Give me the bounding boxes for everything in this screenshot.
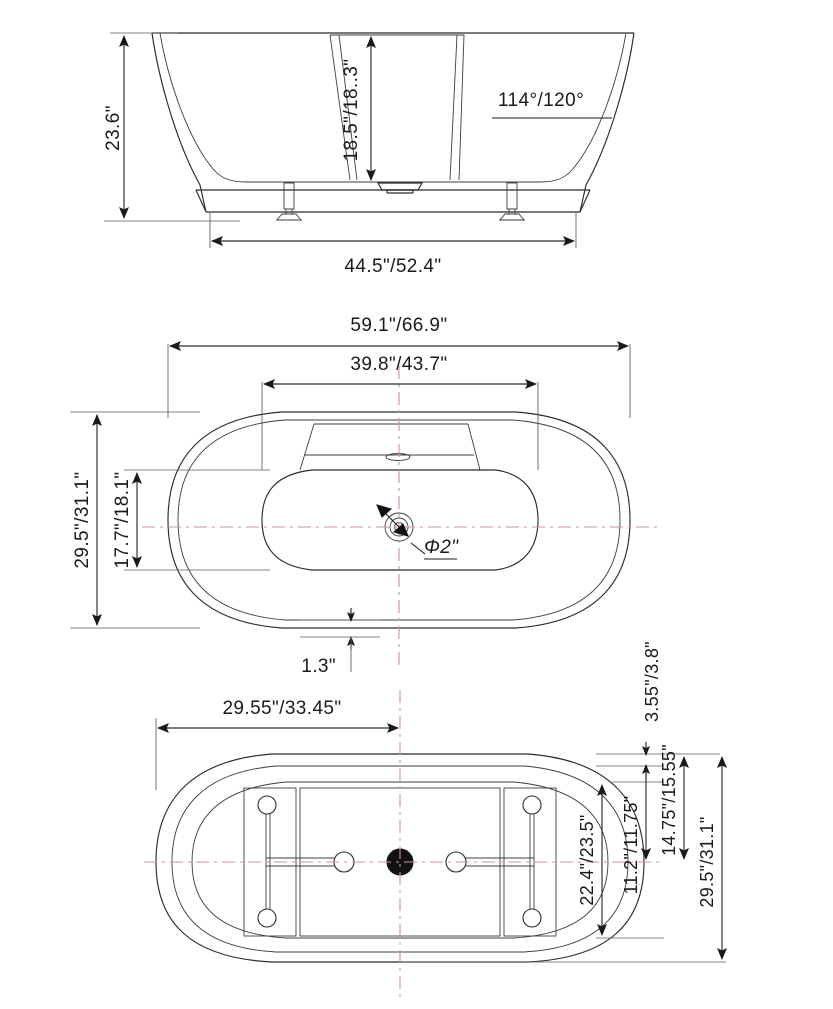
tub-plan-outer-rim bbox=[167, 411, 631, 629]
dim-label-plan-inner-length: 39.8"/43.7" bbox=[350, 354, 447, 375]
dim-label-bottom-center-frame: 11.2"/11.75" bbox=[621, 796, 641, 895]
tub-elevation-outline bbox=[151, 32, 635, 213]
dim-plan-overall-width: 29.5"/31.1" bbox=[72, 414, 102, 626]
dim-label-elev-angle: 114°/120° bbox=[498, 90, 584, 111]
leveling-foot-left bbox=[276, 182, 302, 221]
tub-bottom-shell-line-3 bbox=[191, 781, 609, 939]
bottom-view-group: 29.55"/33.45" 22.4"/23.5" 3.55"/3.8" 11.… bbox=[144, 641, 727, 1000]
plan-view-group: Φ2" 59.1"/66.9" 39.8"/43.7" 29.5"/31.1" bbox=[70, 315, 658, 677]
tub-plan-rim-inner-edge bbox=[177, 419, 621, 621]
tub-plan-backrest-shelf bbox=[299, 423, 481, 471]
dim-elevation-inner-depth: 18.5"/18..3" bbox=[341, 36, 376, 181]
bottom-left-side-plate bbox=[243, 787, 297, 937]
dim-label-bottom-edge-offset: 3.55"/3.8" bbox=[642, 641, 662, 722]
dim-label-elev-inner-depth: 18.5"/18..3" bbox=[341, 59, 362, 162]
dim-elevation-height: 23.6" bbox=[103, 35, 129, 219]
dim-bottom-half-length: 29.55"/33.45" bbox=[155, 698, 399, 790]
dim-bottom-overall-width: 29.5"/31.1" bbox=[697, 756, 727, 960]
dim-plan-inner-width: 17.7"/18.1" bbox=[112, 471, 142, 569]
elevation-view-group: 23.6" 18.5"/18..3" 114°/120° 44.5"/52.4" bbox=[103, 32, 635, 277]
dim-bottom-center-frame: 11.2"/11.75" bbox=[621, 769, 651, 895]
overflow-opening bbox=[385, 453, 411, 461]
tub-bottom-shell-line-2 bbox=[171, 765, 629, 953]
dim-label-bottom-half-length: 29.55"/33.45" bbox=[222, 698, 341, 719]
dim-elevation-base-width: 44.5"/52.4" bbox=[209, 212, 577, 277]
drain-pad-elevation bbox=[377, 182, 423, 194]
dim-label-plan-rim-offset: 1.3" bbox=[301, 656, 336, 677]
drain-diameter-callout: Φ2" bbox=[376, 504, 459, 560]
dim-plan-rim-offset: 1.3" bbox=[300, 608, 380, 677]
dim-label-bottom-frame-width: 22.4"/23.5" bbox=[577, 814, 597, 905]
dim-label-plan-drain: Φ2" bbox=[424, 537, 459, 558]
dim-plan-inner-length: 39.8"/43.7" bbox=[263, 354, 537, 389]
backrest-section-lines bbox=[329, 34, 465, 181]
bottom-left-h-bracket bbox=[257, 795, 300, 928]
annotation-wall-angle: 114°/120° bbox=[492, 90, 612, 119]
dim-label-bottom-overall-width: 29.5"/31.1" bbox=[697, 816, 717, 907]
dim-label-elev-base-width: 44.5"/52.4" bbox=[344, 256, 441, 277]
dim-label-plan-overall-length: 59.1"/66.9" bbox=[350, 315, 447, 336]
dim-label-plan-overall-width: 29.5"/31.1" bbox=[72, 471, 93, 568]
bottom-right-side-plate bbox=[503, 787, 557, 937]
dim-plan-overall-length: 59.1"/66.9" bbox=[169, 315, 629, 351]
dim-bottom-center-edge: 14.75"/15.55" bbox=[659, 744, 689, 860]
dim-label-plan-inner-width: 17.7"/18.1" bbox=[112, 471, 133, 568]
dim-bottom-frame-width: 22.4"/23.5" bbox=[577, 784, 607, 936]
dim-label-bottom-center-edge: 14.75"/15.55" bbox=[659, 744, 679, 856]
leveling-foot-right bbox=[499, 182, 525, 221]
tub-plan-basin-opening bbox=[261, 469, 539, 571]
dim-label-elev-height: 23.6" bbox=[103, 105, 124, 151]
tub-basin-profile bbox=[159, 32, 627, 183]
